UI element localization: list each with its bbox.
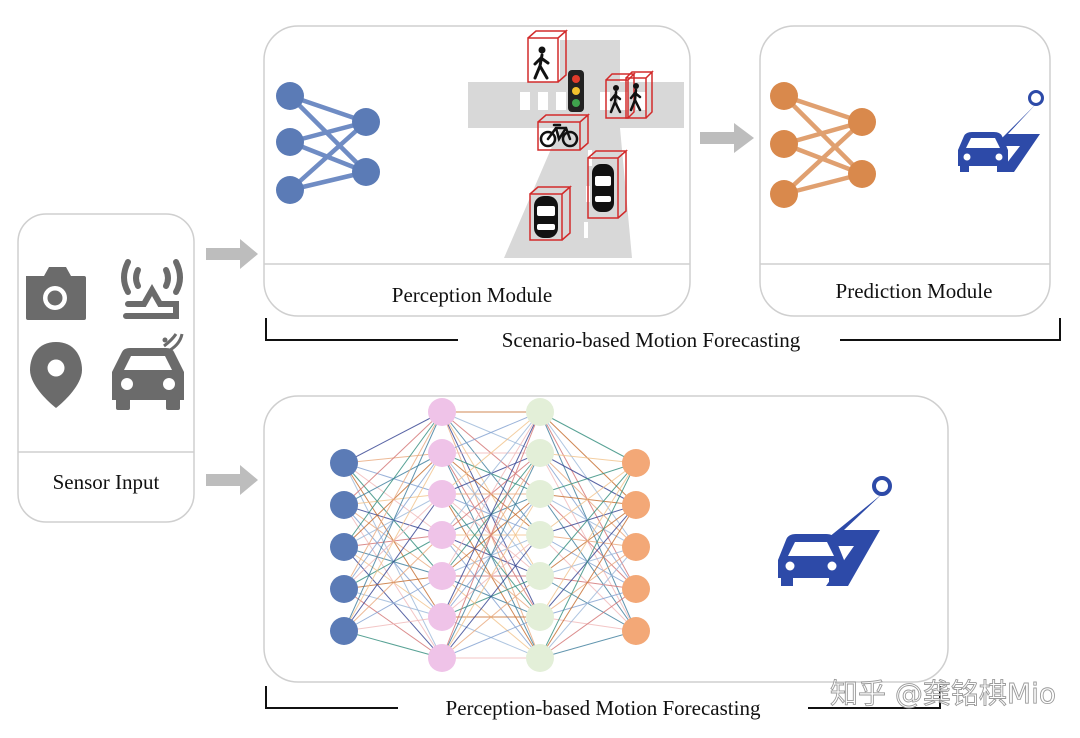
network-edge bbox=[343, 411, 443, 590]
network-edge bbox=[441, 493, 541, 659]
pedestrian-icon bbox=[527, 29, 568, 83]
arrow-sensor-to-end-to-end bbox=[206, 465, 258, 495]
network-node bbox=[622, 449, 650, 477]
network-edge bbox=[343, 411, 443, 464]
network-node bbox=[526, 480, 554, 508]
watermark: 知乎 @龚铭棋Mio bbox=[830, 677, 1056, 710]
network-edge bbox=[539, 462, 637, 536]
network-edge bbox=[441, 411, 541, 577]
network-node bbox=[428, 644, 456, 672]
perception-module-label: Perception Module bbox=[392, 283, 552, 307]
network-node bbox=[526, 603, 554, 631]
network-edge bbox=[441, 411, 541, 495]
network-node bbox=[330, 617, 358, 645]
network-edge bbox=[539, 452, 637, 464]
network-edge bbox=[343, 630, 443, 659]
car-icon bbox=[529, 185, 572, 241]
network-node bbox=[428, 480, 456, 508]
network-edge bbox=[539, 462, 637, 618]
network-edge bbox=[343, 411, 443, 506]
network-edge bbox=[343, 534, 443, 632]
network-edge bbox=[539, 462, 637, 577]
network-node bbox=[428, 521, 456, 549]
network-edge bbox=[343, 616, 443, 632]
radar-icon bbox=[121, 259, 183, 319]
dense-network bbox=[330, 398, 650, 672]
network-node bbox=[526, 398, 554, 426]
prediction-module-box: Prediction Module bbox=[759, 25, 1051, 317]
pedestrian-icon bbox=[605, 70, 654, 119]
network-edge bbox=[441, 411, 541, 454]
network-node bbox=[526, 439, 554, 467]
network-node bbox=[330, 449, 358, 477]
car-icon bbox=[587, 149, 628, 219]
network-edge bbox=[343, 452, 443, 632]
network-edge bbox=[343, 411, 443, 632]
network-node bbox=[330, 575, 358, 603]
network-node bbox=[526, 562, 554, 590]
sensor-input-label: Sensor Input bbox=[53, 470, 160, 494]
traffic-light-icon bbox=[568, 70, 584, 112]
network-node bbox=[428, 562, 456, 590]
perception-based-label: Perception-based Motion Forecasting bbox=[446, 696, 761, 720]
bicycle-icon bbox=[537, 113, 590, 151]
network-edge bbox=[539, 504, 637, 659]
network-edge bbox=[539, 588, 637, 659]
network-edge bbox=[539, 462, 637, 659]
network-edge bbox=[539, 411, 637, 464]
network-node bbox=[622, 575, 650, 603]
prediction-network bbox=[770, 82, 876, 208]
arrow-sensor-to-perception bbox=[206, 239, 258, 269]
prediction-module-label: Prediction Module bbox=[836, 279, 993, 303]
perception-module-box: Perception Module bbox=[263, 25, 691, 317]
scenario-based-label: Scenario-based Motion Forecasting bbox=[502, 328, 801, 352]
network-edge bbox=[343, 493, 443, 632]
network-edge bbox=[441, 575, 541, 659]
network-edge bbox=[539, 546, 637, 659]
perception-network bbox=[276, 82, 380, 204]
arrow-perception-to-prediction bbox=[700, 123, 754, 153]
camera-icon bbox=[26, 267, 86, 320]
car-trajectory-icon bbox=[958, 90, 1044, 172]
network-node bbox=[428, 439, 456, 467]
network-node bbox=[622, 533, 650, 561]
network-node bbox=[330, 491, 358, 519]
network-edge bbox=[441, 534, 541, 659]
network-edge bbox=[441, 411, 541, 536]
network-node bbox=[526, 521, 554, 549]
perception-based-bracket bbox=[265, 686, 941, 709]
network-node bbox=[526, 644, 554, 672]
network-edge bbox=[441, 411, 541, 659]
end-to-end-box bbox=[263, 395, 949, 683]
network-edge bbox=[441, 411, 541, 618]
scenario-based-bracket bbox=[265, 318, 1061, 341]
network-node bbox=[622, 617, 650, 645]
network-node bbox=[622, 491, 650, 519]
network-edge bbox=[343, 575, 443, 632]
network-edge bbox=[441, 452, 541, 659]
network-node bbox=[330, 533, 358, 561]
network-node bbox=[428, 603, 456, 631]
network-edge bbox=[539, 630, 637, 659]
car-trajectory-icon bbox=[778, 476, 892, 586]
network-edge bbox=[441, 616, 541, 659]
network-edge bbox=[539, 462, 637, 495]
sensor-input-box: Sensor Input bbox=[17, 213, 195, 523]
connected-car-icon bbox=[112, 333, 184, 410]
driving-scene bbox=[468, 29, 684, 258]
location-pin-icon bbox=[30, 342, 82, 408]
network-edge bbox=[343, 411, 443, 548]
network-node bbox=[428, 398, 456, 426]
